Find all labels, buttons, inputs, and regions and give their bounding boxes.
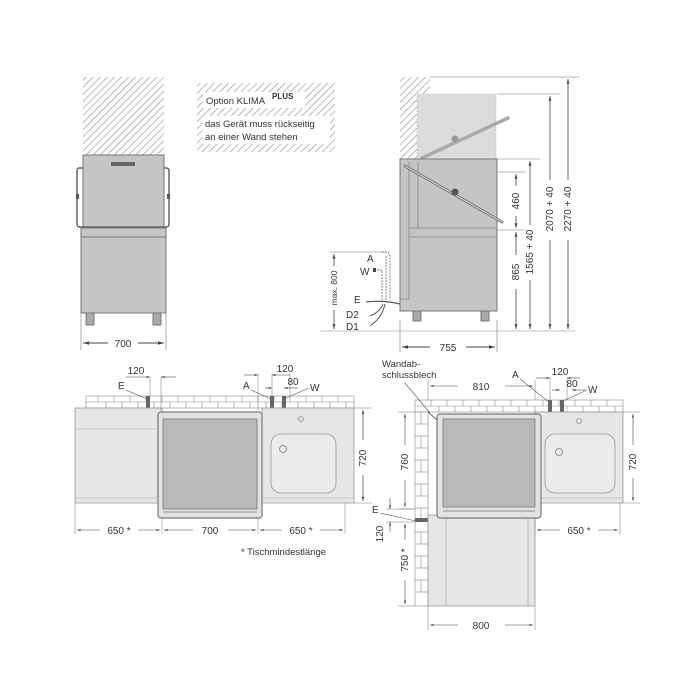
dim-800: 800 [473, 621, 490, 632]
drain-icon [279, 445, 287, 453]
foot-right [152, 312, 162, 326]
dim-left-650: 650 * [107, 526, 130, 537]
dim-2070: 2070 + 40 [545, 186, 556, 231]
dim-right-650: 650 * [289, 526, 312, 537]
option-klima-plus-box: Option KLIMA PLUS das Gerät muss rücksei… [197, 83, 335, 152]
wall-cover-label-2: schlussblech [382, 370, 436, 381]
plan-view-straight: 120 E 120 80 A W 720 650 * 700 [74, 364, 372, 558]
dim-max-800: max. 800 [329, 270, 339, 305]
drain-icon-corner [555, 448, 563, 456]
machine-side-body [399, 158, 498, 312]
dim-760: 760 [400, 453, 411, 470]
hood-open-ghost [416, 93, 497, 160]
handle-pivot-right [167, 194, 170, 199]
label-A: A [243, 381, 250, 392]
plan-view-corner: Wandab- schlussblech 810 120 80 A W 760 … [372, 359, 640, 632]
label-W: W [310, 383, 320, 394]
foot-left [85, 312, 95, 326]
dim-120-e-corner: 120 [375, 525, 386, 542]
wall-cover-label-1: Wandab- [382, 359, 420, 370]
option-title: Option KLIMA [206, 96, 266, 107]
label-E: E [118, 381, 125, 392]
dim-720-corner: 720 [628, 453, 639, 470]
sink-basin [270, 433, 337, 494]
dim-460: 460 [511, 192, 522, 209]
dim-720: 720 [358, 449, 369, 466]
side-depth-label: 755 [440, 343, 457, 354]
connection-D2: D2 [346, 310, 359, 321]
hood-handle [76, 167, 170, 228]
dim-865: 865 [511, 263, 522, 280]
dim-2270: 2270 + 40 [563, 186, 574, 231]
dim-120-e: 120 [128, 366, 145, 377]
brick-wall [85, 395, 355, 409]
connection-detail: max. 800 A W E D2 D1 [329, 251, 401, 333]
front-view: 700 [76, 77, 170, 350]
machine-hood [82, 154, 165, 229]
lower-table [427, 514, 536, 607]
connection-W: W [360, 267, 370, 278]
option-title-sup: PLUS [272, 92, 294, 101]
dim-120-corner: 120 [552, 367, 569, 378]
footnote-table-min-length: * Tischmindestlänge [241, 547, 326, 558]
dim-750: 750 * [400, 548, 411, 571]
dim-center-700: 700 [202, 526, 219, 537]
dim-810: 810 [473, 382, 490, 393]
option-note-line1: das Gerät muss rückseitig [205, 119, 315, 130]
wall-hatch [83, 77, 164, 155]
label-A-corner: A [512, 370, 519, 381]
front-width-label: 700 [115, 339, 132, 350]
sink-basin-corner [544, 433, 616, 494]
machine-base-band [80, 227, 167, 238]
connection-E: E [354, 295, 361, 306]
dim-120-aw: 120 [277, 364, 294, 375]
dim-80-corner: 80 [566, 379, 578, 390]
option-note-line2: an einer Wand stehen [205, 132, 298, 143]
display-panel [111, 162, 135, 166]
dim-80: 80 [287, 377, 299, 388]
label-W-corner: W [588, 385, 598, 396]
connection-D1: D1 [346, 322, 359, 333]
connection-A: A [367, 254, 374, 265]
machine-base [80, 236, 167, 314]
handle-pivot-left [76, 194, 79, 199]
left-table [74, 407, 163, 504]
label-E-corner: E [372, 505, 379, 516]
side-view: 755 460 865 1565 + 40 2070 + 40 2270 + 4… [320, 76, 580, 354]
tap-icon-corner [576, 418, 582, 424]
dim-1565: 1565 + 40 [525, 229, 536, 274]
dim-650-corner: 650 * [567, 526, 590, 537]
